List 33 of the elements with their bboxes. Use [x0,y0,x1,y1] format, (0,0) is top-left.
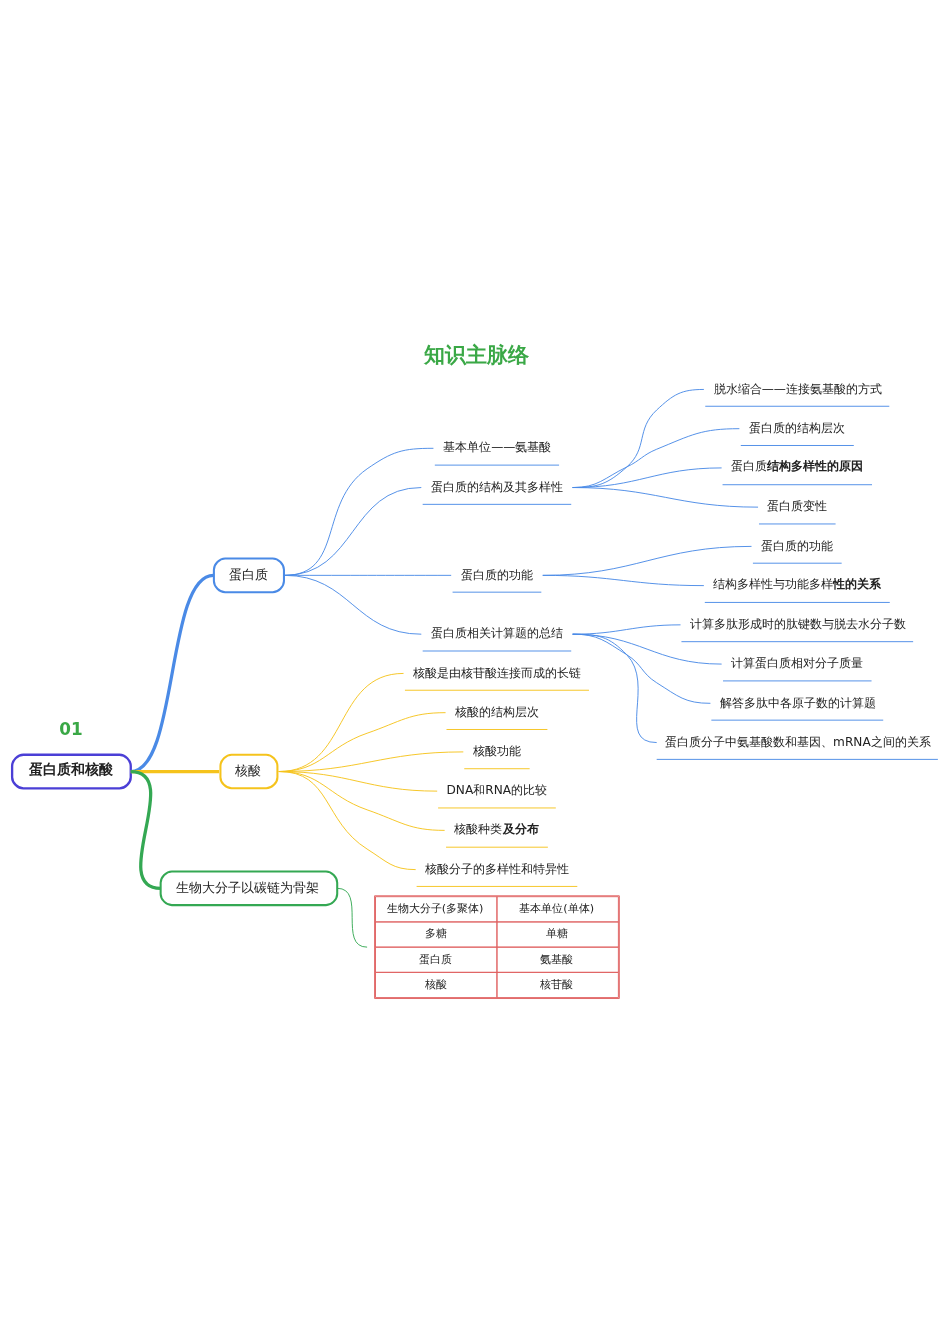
node-text: 蛋白质的结构及其多样性 [431,479,564,494]
connector [572,623,681,635]
node-text: 核酸是由核苷酸连接而成的长链 [413,665,582,680]
connector [572,633,658,743]
diagram-title: 知识主脉络 [424,342,530,367]
node-text: 脱水缩合——连接氨基酸的方式 [713,381,882,396]
node-text: 核酸功能 [472,743,521,758]
connector [278,770,417,870]
node-text: 核酸分子的多样性和特异性 [425,861,570,876]
node-text: 计算多肽形成时的肽键数与脱去水分子数 [689,616,906,631]
connector [572,486,759,508]
node-text: 蛋白质结构多样性的原因 [730,458,864,473]
label: 01 [59,718,83,739]
node-text: 蛋白质分子中氨基酸数和基因、mRNA之间的关系 [665,734,931,749]
node-text: DNA和RNA的比较 [446,782,548,797]
connector [336,887,368,948]
node-box: 核酸 [219,753,279,789]
node-text: 核酸的结构层次 [454,704,539,719]
node-text: 蛋白质的功能 [761,538,834,553]
node-text: 蛋白质的功能 [460,567,533,582]
node-text: 核酸种类及分布 [454,821,540,836]
connector [542,574,705,586]
node-box: 蛋白质 [212,557,285,593]
node-text: 蛋白质的结构层次 [749,420,846,435]
node-text: 解答多肽中各原子数的计算题 [719,695,876,709]
node-text: 基本单位——氨基酸 [443,439,552,454]
node-text: 结构多样性与功能多样性的关系 [713,576,881,591]
node-text: 蛋白质变性 [767,498,828,513]
node-box: 生物大分子以碳链为骨架 [159,869,339,906]
node-text: 蛋白质相关计算题的总结 [431,625,564,640]
connector [283,574,422,635]
node-text: 计算蛋白质相对分子质量 [731,655,864,670]
node-box: 蛋白质和核酸 [10,753,132,789]
